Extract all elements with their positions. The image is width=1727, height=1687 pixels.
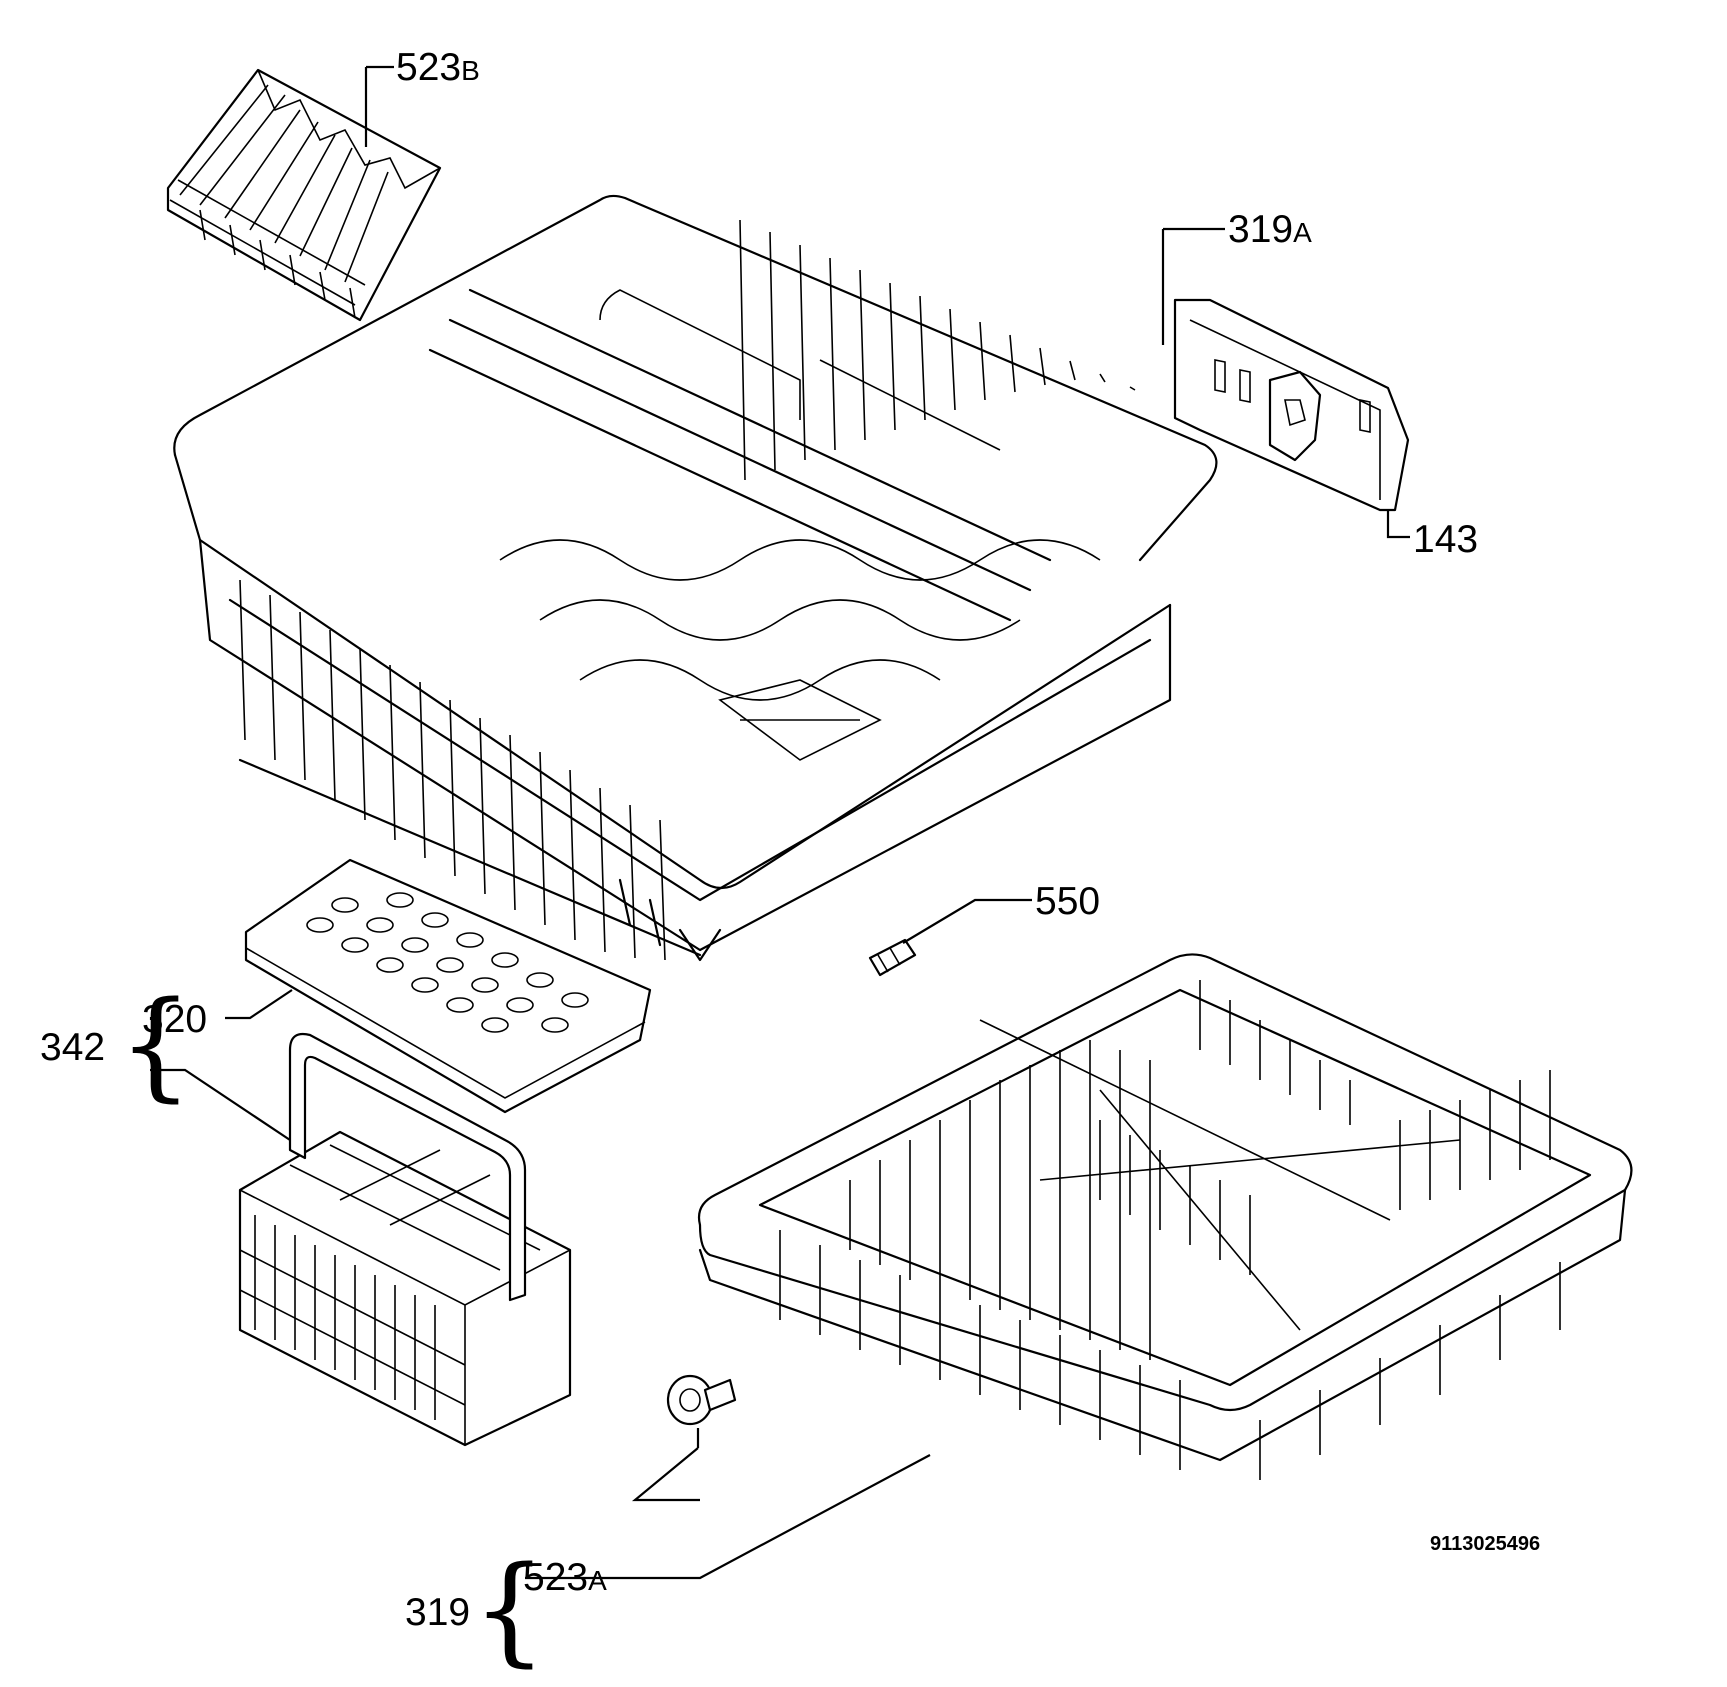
leader-lines bbox=[150, 65, 1410, 1580]
callout-143: 143 bbox=[1413, 518, 1478, 561]
callout-523a: 523A bbox=[523, 1556, 607, 1599]
wheel-illustration[interactable] bbox=[666, 1374, 737, 1426]
callout-319: 319 bbox=[405, 1591, 470, 1634]
upper-basket-illustration[interactable] bbox=[173, 194, 1218, 962]
bracket-319: { bbox=[472, 1540, 547, 1678]
rail-slide-illustration[interactable] bbox=[1173, 298, 1410, 512]
callout-320: 320 bbox=[142, 998, 207, 1041]
callout-550: 550 bbox=[1035, 880, 1100, 923]
lower-basket-illustration[interactable] bbox=[697, 953, 1633, 1480]
callout-523b: 523B bbox=[396, 46, 480, 89]
callout-342: 342 bbox=[40, 1026, 105, 1069]
bracket-342: { bbox=[118, 975, 193, 1113]
connector-illustration[interactable] bbox=[868, 938, 917, 977]
callout-319a: 319A bbox=[1228, 208, 1312, 251]
drawing-code: 9113025496 bbox=[1430, 1533, 1540, 1555]
cutlery-basket-illustration[interactable] bbox=[238, 1032, 572, 1447]
cup-rack-insert-illustration[interactable] bbox=[166, 68, 442, 322]
basket-cover-illustration[interactable] bbox=[244, 858, 652, 1114]
